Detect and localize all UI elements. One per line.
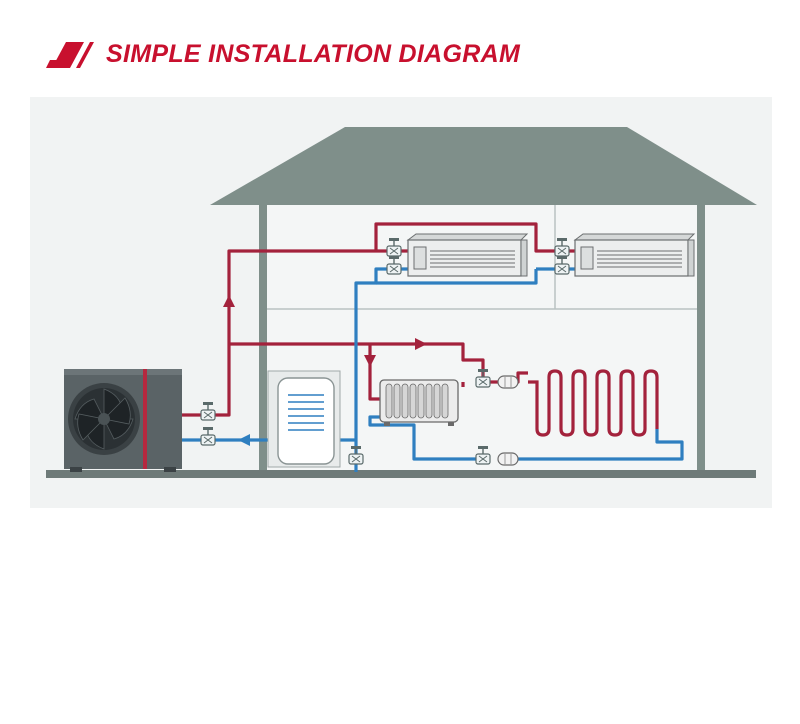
water-tank bbox=[267, 370, 341, 468]
valve bbox=[554, 255, 570, 275]
house-wall-left bbox=[259, 205, 267, 473]
valve bbox=[200, 426, 216, 446]
radiator bbox=[379, 379, 459, 426]
valve bbox=[554, 237, 570, 257]
header: SIMPLE INSTALLATION DIAGRAM bbox=[44, 40, 520, 69]
filter bbox=[497, 452, 519, 466]
valve bbox=[475, 368, 491, 388]
valve bbox=[200, 401, 216, 421]
house-roof bbox=[210, 127, 757, 205]
valve bbox=[386, 255, 402, 275]
flow-arrow-up bbox=[223, 295, 235, 307]
underfloor-heating-coil bbox=[528, 369, 659, 437]
valve bbox=[475, 445, 491, 465]
flow-arrow-right bbox=[415, 338, 427, 350]
valve bbox=[386, 237, 402, 257]
installation-diagram bbox=[30, 97, 772, 508]
filter bbox=[497, 375, 519, 389]
house-wall-right bbox=[697, 205, 705, 473]
flow-arrow-left bbox=[238, 434, 250, 446]
fan-coil-unit bbox=[573, 233, 696, 277]
valve bbox=[348, 445, 364, 465]
red-slash-stripes-icon bbox=[46, 41, 94, 68]
ground-line bbox=[46, 470, 756, 478]
heat-pump-outdoor-unit bbox=[64, 369, 182, 472]
fan-coil-unit bbox=[406, 233, 529, 277]
page-title: SIMPLE INSTALLATION DIAGRAM bbox=[106, 40, 521, 68]
flow-arrow-down bbox=[364, 355, 376, 367]
